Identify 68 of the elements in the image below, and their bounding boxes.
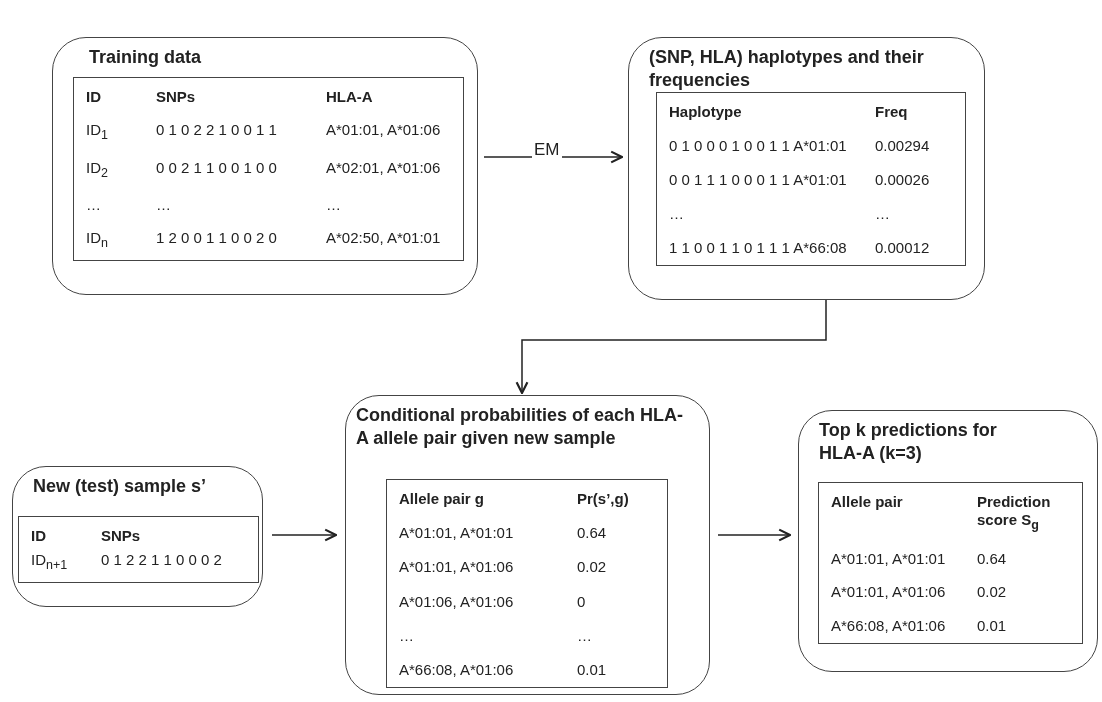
table-entry: … — [669, 205, 685, 223]
table-entry: 0.02 — [577, 558, 608, 577]
table-entry: 0.64 — [977, 549, 1008, 568]
data-table — [818, 482, 1083, 644]
arrow — [717, 528, 792, 542]
table-entry: 0 1 0 2 2 1 0 0 1 1 — [156, 120, 278, 140]
table-entry: A*01:01, A*01:06 — [831, 583, 947, 602]
data-table — [656, 92, 966, 266]
column-header: HLA-A — [326, 88, 374, 106]
column-header: SNPs — [156, 88, 197, 106]
table-entry: 0.01 — [577, 660, 608, 679]
table-entry: A*01:06, A*01:06 — [399, 592, 515, 611]
column-header: ID — [86, 88, 102, 106]
column-header: ID — [31, 527, 47, 545]
table-entry: 0.00294 — [875, 137, 931, 155]
column-header: SNPs — [101, 527, 142, 545]
table-entry: … — [399, 626, 415, 645]
table-entry: … — [875, 205, 891, 223]
table-entry: ID$_{n}$ — [86, 229, 109, 252]
table-entry: 0 1 0 0 0 1 0 0 1 1 A*01:01 — [669, 137, 848, 155]
column-header: Pr(s’,g) — [577, 490, 630, 508]
rounded-box — [52, 37, 478, 295]
arrow — [271, 528, 338, 542]
column-header: Allele pair — [831, 493, 904, 512]
table-entry: A*66:08, A*01:06 — [831, 616, 947, 635]
data-table — [18, 516, 259, 583]
column-header: Allele pair g — [399, 490, 486, 508]
rounded-box — [345, 395, 710, 695]
table-entry: A*02:50, A*01:01 — [326, 229, 442, 248]
table-entry: 0 1 2 2 1 1 0 0 0 2 — [101, 551, 223, 570]
table-entry: 0.00026 — [875, 171, 931, 189]
box-title: Conditional probabilities of each HLA-A allele pair given new sample — [356, 404, 684, 450]
box-title: (SNP, HLA) haplotypes and their frequencies — [649, 46, 925, 92]
table-entry: A*01:01, A*01:01 — [831, 549, 947, 568]
column-header: Haplotype — [669, 103, 743, 121]
table-entry: 0 0 2 1 1 0 0 1 0 0 — [156, 158, 278, 178]
table-entry: … — [577, 626, 593, 645]
table-entry: … — [326, 196, 342, 215]
table-entry: A*66:08, A*01:06 — [399, 660, 515, 679]
table-entry: A*01:01, A*01:06 — [326, 120, 442, 140]
data-table — [386, 479, 668, 688]
table-entry: A*01:01, A*01:06 — [399, 558, 515, 577]
table-entry: 1 2 0 0 1 1 0 0 2 0 — [156, 229, 278, 248]
box-title: Training data — [89, 46, 203, 69]
table-entry: 1 1 0 0 1 1 0 1 1 1 A*66:08 — [669, 239, 848, 257]
rounded-box — [798, 410, 1098, 672]
table-entry: 0.02 — [977, 583, 1008, 602]
data-table — [73, 77, 464, 261]
arrow — [515, 299, 827, 395]
rounded-box — [12, 466, 263, 607]
table-entry: ID$_{1}$ — [86, 120, 109, 144]
table-entry: A*01:01, A*01:01 — [399, 524, 515, 543]
table-entry: 0 — [577, 592, 587, 611]
table-entry: … — [86, 196, 102, 215]
column-header: Prediction score S$_{g}$ — [977, 493, 1052, 534]
table-entry: ID$_{2}$ — [86, 158, 109, 182]
column-header: Freq — [875, 103, 909, 121]
table-entry: 0.01 — [977, 616, 1008, 635]
table-entry: A*02:01, A*01:06 — [326, 158, 442, 178]
rounded-box — [628, 37, 985, 300]
edge-label: EM — [532, 140, 562, 160]
table-entry: 0 0 1 1 1 0 0 0 1 1 A*01:01 — [669, 171, 848, 189]
table-entry: … — [156, 196, 172, 215]
box-title: Top k predictions for HLA-A (k=3) — [819, 419, 998, 465]
box-title: New (test) sample s’ — [33, 475, 208, 498]
table-entry: 0.64 — [577, 524, 608, 543]
table-entry: ID$_{n+1}$ — [31, 551, 69, 574]
table-entry: 0.00012 — [875, 239, 931, 257]
